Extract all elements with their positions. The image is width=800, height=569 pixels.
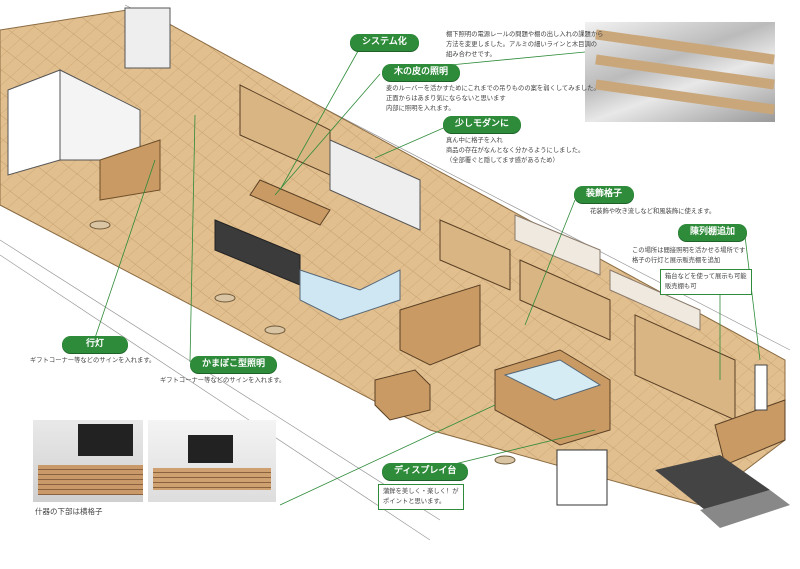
display-case [399,284,481,366]
note-kamaboko-light: ギフトコーナー等などのサインを入れます。 [160,377,286,384]
rail-detail-photo [585,22,775,122]
note-shelf: この場所は間接照明を活かせる場所です格子の行灯と展示販売棚を追加 [632,247,746,264]
label-shelf: 陳列棚追加 [678,224,748,241]
label-kamaboko-light: かまぼこ型照明 [190,356,278,373]
note-box-display: 蒲鉾を美しく・楽しく！がポイントと思います。 [378,484,464,510]
label-modern: 少しモダンに [443,116,522,133]
entrance-mat [655,455,770,510]
note-lattice: 花装飾や吹き流しなど和風装飾に使えます。 [590,208,716,215]
label-bark-light: 木の皮の照明 [382,64,461,81]
fixture-photo-1 [33,420,143,502]
label-display: ディスプレイ台 [382,463,469,480]
note-modern: 真ん中に格子を入れ商品の存在がなんとなく分かるようにしました。（全部覆ぐと隠して… [446,137,585,164]
fixture-photo-2 [148,420,276,502]
note-bark-light: 麦のルーバーを活かすためにこれまでの吊りものの案を弱くしてみました。正面からはあ… [386,85,600,112]
note-system: 棚下照明の電源レールの問題や棚の出し入れの課題から方法を変更しました。アルミの細… [446,31,604,58]
note-box-shelf: 箱台などを使って展示も可能販売棚も可 [660,269,752,295]
note-andon: ギフトコーナー等などのサインを入れます。 [30,357,156,364]
label-lattice: 装飾格子 [574,186,635,203]
label-system: システム化 [350,34,419,51]
photo-caption: 什器の下部は横格子 [35,507,103,516]
label-andon: 行灯 [62,336,129,353]
